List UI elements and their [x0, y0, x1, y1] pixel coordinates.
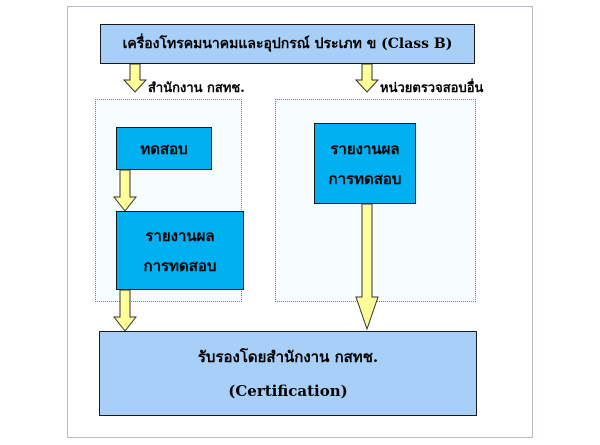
- label-nbtc-office: สำนักงาน กสทช.: [148, 81, 245, 96]
- arrow-top-to-right: [354, 63, 380, 93]
- right-test-report-box: รายงานผล การทดสอบ: [314, 123, 416, 204]
- certification-box: รับรองโดยสำนักงาน กสทช. (Certification): [99, 331, 477, 416]
- certification-line2: (Certification): [228, 381, 348, 400]
- test-box-label: ทดสอบ: [140, 139, 188, 158]
- arrow-test-to-report: [112, 169, 138, 212]
- equipment-class-b-box: เครื่องโทรคมนาคมและอุปกรณ์ ประเภท ข (Cla…: [100, 24, 475, 64]
- left-test-report-box: รายงานผล การทดสอบ: [116, 211, 244, 290]
- equipment-class-b-text: เครื่องโทรคมนาคมและอุปกรณ์ ประเภท ข (Cla…: [122, 36, 453, 52]
- left-report-line2: การทดสอบ: [143, 256, 217, 275]
- arrow-left-report-to-certification: [112, 289, 138, 332]
- certification-line1: รับรองโดยสำนักงาน กสทช.: [197, 347, 379, 366]
- right-report-line1: รายงานผล: [330, 139, 400, 158]
- arrow-right-report-to-certification: [355, 203, 379, 331]
- test-box: ทดสอบ: [116, 127, 212, 170]
- left-report-line1: รายงานผล: [145, 226, 215, 245]
- arrow-top-to-left: [122, 63, 148, 93]
- right-report-line2: การทดสอบ: [328, 169, 402, 188]
- label-other-testing-body: หน่วยตรวจสอบอื่น: [380, 81, 484, 96]
